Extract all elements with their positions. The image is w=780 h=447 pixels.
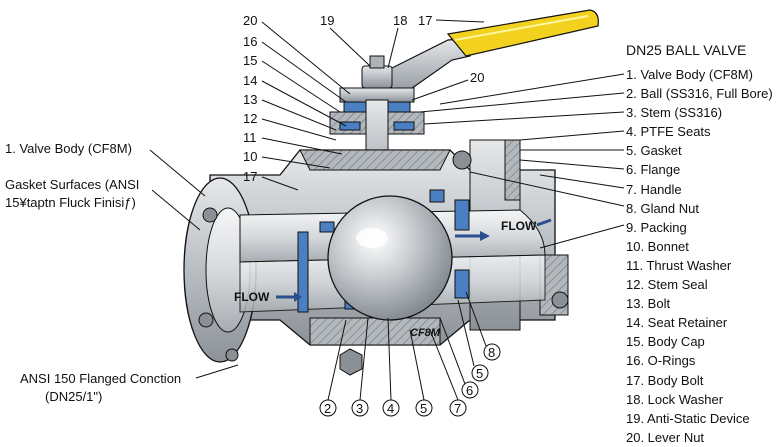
bottom-bolt (339, 348, 363, 376)
legend-list: 1. Valve Body (CF8M) 2. Ball (SS316, Ful… (626, 65, 780, 447)
legend-item: 5. Gasket (626, 143, 682, 159)
valve-diagram: FLOW FLOW CF8M 20 16 15 14 13 12 11 10 1… (5, 9, 773, 445)
legend-item: 12. Stem Seal (626, 277, 708, 293)
flow-arrow-left: FLOW (234, 290, 302, 304)
parts-legend: DN25 BALL VALVE 1. Valve Body (CF8M) 2. … (626, 40, 780, 447)
left-callouts: 1. Valve Body (CF8M) Gasket Surfaces (AN… (5, 141, 239, 404)
right-seat-lower (454, 269, 470, 299)
legend-item: 9. Packing (626, 219, 687, 235)
svg-text:7: 7 (454, 401, 461, 416)
right-seat-upper (454, 199, 470, 231)
left-seat (297, 231, 309, 313)
legend-item: 10. Bonnet (626, 238, 689, 254)
legend-item: 14. Seat Retainer (626, 315, 728, 331)
svg-text:8: 8 (488, 345, 495, 360)
legend-item: 6. Flange (626, 162, 681, 178)
legend-item: 2. Ball (SS316, Full Bore) (626, 86, 773, 102)
svg-text:20: 20 (470, 70, 484, 85)
legend-item: 17. Body Bolt (626, 372, 704, 388)
upper-seat-left (319, 221, 335, 233)
svg-text:15¥taptn Fluck Finisiƒ): 15¥taptn Fluck Finisiƒ) (5, 195, 136, 210)
svg-text:20: 20 (243, 13, 257, 28)
legend-item: 18. Lock Washer (626, 391, 724, 407)
svg-text:17: 17 (418, 13, 432, 28)
svg-text:13: 13 (243, 92, 257, 107)
svg-text:FLOW: FLOW (501, 219, 537, 233)
svg-text:ANSI 150 Flanged Conction: ANSI 150 Flanged Conction (20, 371, 181, 386)
legend-item: 8. Gland Nut (626, 200, 699, 216)
legend-item: 1. Valve Body (CF8M) (626, 67, 753, 82)
svg-text:16: 16 (243, 34, 257, 49)
stem-callouts: 19 18 17 20 (320, 13, 484, 101)
legend-item: 15. Body Cap (626, 334, 705, 350)
legend-item: 4. PTFE Seats (626, 124, 711, 140)
ball (327, 195, 453, 321)
legend-item: 19. Anti-Static Device (626, 410, 750, 426)
svg-text:1. Valve Body (CF8M): 1. Valve Body (CF8M) (5, 141, 132, 156)
legend-item: 16. O-Rings (626, 353, 696, 369)
svg-text:2: 2 (324, 401, 331, 416)
legend-item: 11. Thrust Washer (626, 257, 732, 273)
svg-text:5: 5 (420, 401, 427, 416)
svg-text:15: 15 (243, 53, 257, 68)
svg-text:10: 10 (243, 149, 257, 164)
svg-text:17: 17 (243, 169, 257, 184)
upper-seat-right (429, 189, 445, 203)
svg-text:4: 4 (387, 401, 394, 416)
svg-text:12: 12 (243, 111, 257, 126)
svg-text:(DN25/1"): (DN25/1") (45, 389, 102, 404)
legend-item: 3. Stem (SS316) (626, 105, 723, 121)
flow-arrow-mid-head (480, 231, 490, 241)
svg-text:3: 3 (356, 401, 363, 416)
legend-item: 7. Handle (626, 181, 682, 197)
legend-leaders (419, 73, 625, 249)
body-mark: CF8M (410, 327, 441, 339)
valve-cutaway: FLOW FLOW CF8M 20 16 15 14 13 12 11 10 1… (5, 9, 625, 417)
svg-text:6: 6 (466, 383, 473, 398)
svg-text:FLOW: FLOW (234, 290, 270, 304)
left-flange (183, 177, 257, 363)
svg-text:18: 18 (393, 13, 407, 28)
flow-arrow-right: FLOW (501, 218, 552, 233)
legend-item: 13. Bolt (626, 296, 671, 312)
svg-text:5: 5 (476, 366, 483, 381)
svg-text:19: 19 (320, 13, 334, 28)
bottom-callouts: 2 3 4 5 7 6 5 8 (319, 291, 501, 417)
legend-title: DN25 BALL VALVE (626, 42, 747, 58)
svg-text:11: 11 (243, 130, 257, 145)
handle-lever (370, 9, 599, 99)
legend-item: 20. Lever Nut (626, 429, 705, 445)
svg-text:14: 14 (243, 73, 257, 88)
top-callouts: 20 16 15 14 13 12 11 10 17 (243, 13, 351, 191)
svg-text:Gasket Surfaces (ANSI: Gasket Surfaces (ANSI (5, 177, 139, 192)
